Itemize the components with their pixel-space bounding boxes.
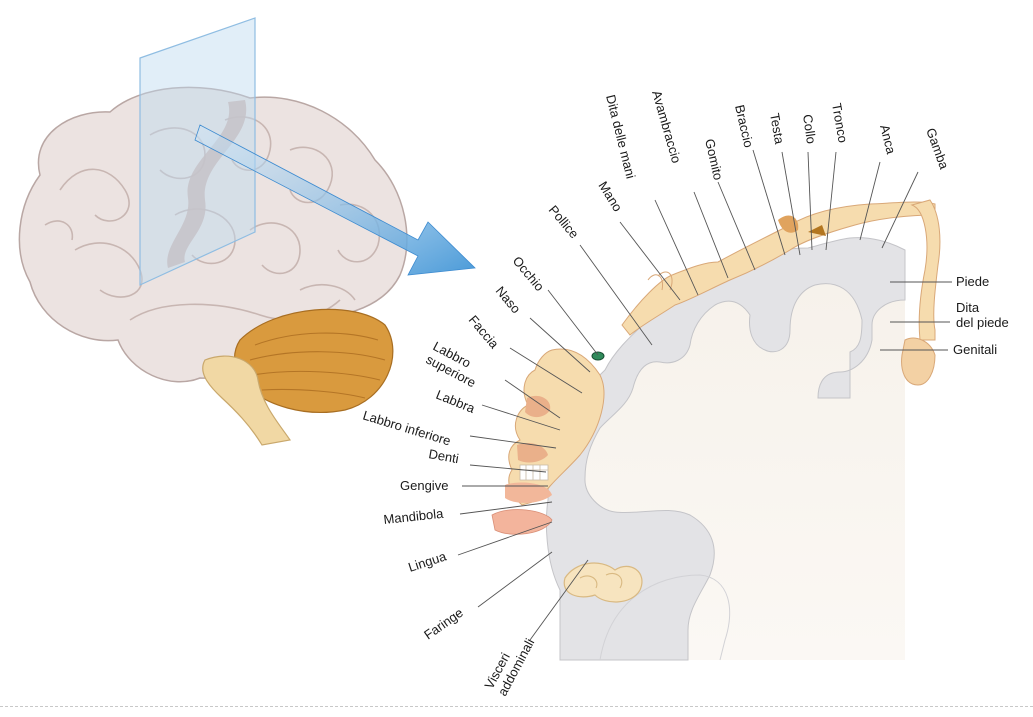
label-anca: Anca	[877, 123, 899, 156]
label-faringe: Faringe	[421, 605, 466, 643]
leader-line-denti	[469, 464, 547, 473]
label-avambraccio: Avambraccio	[649, 89, 684, 165]
brainstem	[202, 355, 292, 446]
label-lingua-line: Lingua	[406, 548, 448, 575]
label-labbro-superiore: Labbrosuperiore	[424, 338, 486, 390]
leader-line-anca	[859, 161, 881, 241]
leader-line-testa	[781, 151, 801, 256]
leader-line-labbro-superiore	[504, 379, 561, 419]
label-anca-line: Anca	[877, 123, 899, 156]
slicing-plane	[139, 17, 256, 286]
label-occhio-line: Occhio	[510, 253, 548, 294]
direction-arrow	[194, 124, 476, 276]
label-collo: Collo	[800, 113, 819, 144]
leader-line-avambraccio	[693, 191, 729, 279]
label-gamba-line: Gamba	[923, 126, 952, 172]
label-mandibola: Mandibola	[383, 506, 445, 527]
label-naso: Naso	[493, 283, 524, 316]
label-gamba: Gamba	[923, 126, 952, 172]
label-testa: Testa	[767, 112, 787, 146]
cerebellum-folia	[249, 332, 386, 399]
label-collo-line: Collo	[800, 113, 819, 144]
cerebrum-shape	[18, 86, 408, 383]
leader-lines	[457, 149, 952, 641]
leader-line-dita-delle-mani	[654, 199, 699, 296]
label-braccio: Braccio	[732, 103, 756, 149]
label-dita-delle-mani-line: Dita delle mani	[603, 93, 638, 180]
label-denti-line: Denti	[427, 446, 460, 466]
label-faccia-line: Faccia	[466, 312, 503, 352]
label-gengive-line: Gengive	[400, 478, 448, 493]
leader-line-lingua	[457, 521, 553, 556]
label-gengive: Gengive	[400, 478, 448, 493]
label-tronco: Tronco	[829, 102, 851, 144]
leader-line-occhio	[547, 289, 599, 356]
leader-line-naso	[529, 317, 591, 373]
abdominal-viscera	[563, 562, 643, 603]
leader-line-collo	[807, 151, 813, 251]
label-piede-line: Piede	[956, 274, 989, 289]
label-braccio-line: Braccio	[732, 103, 756, 149]
label-denti: Denti	[427, 446, 460, 466]
label-labbro-inferiore-line: Labbro inferiore	[361, 408, 452, 449]
label-gomito: Gomito	[702, 137, 726, 181]
homunculus-leg-foot	[901, 199, 941, 386]
label-visceri-addominali: Visceriaddominali	[481, 629, 537, 699]
label-pollice-line: Pollice	[546, 202, 582, 241]
label-mandibola-line: Mandibola	[383, 506, 445, 527]
leader-line-tronco	[825, 151, 837, 251]
leader-line-pollice	[579, 244, 653, 346]
label-mano-line: Mano	[595, 179, 625, 215]
bottom-divider	[0, 706, 1033, 707]
label-lingua: Lingua	[406, 548, 448, 575]
leader-line-labbro-inferiore	[469, 435, 557, 449]
leader-line-mandibola	[459, 501, 553, 515]
leader-line-faringe	[477, 551, 553, 608]
label-labbra: Labbra	[434, 387, 478, 416]
label-testa-line: Testa	[767, 112, 787, 146]
label-labbra-line: Labbra	[434, 387, 478, 416]
label-occhio: Occhio	[510, 253, 548, 294]
cortical-section	[491, 199, 941, 661]
homunculus-face	[491, 348, 605, 535]
label-genitali: Genitali	[953, 342, 997, 357]
brain-illustration	[18, 17, 408, 446]
label-faringe-line: Faringe	[421, 605, 466, 643]
leader-line-faccia	[509, 347, 583, 394]
leader-line-visceri-addominali	[529, 559, 589, 641]
label-dita-del-piede-line: del piede	[956, 315, 1009, 330]
leader-line-braccio	[752, 149, 786, 256]
label-dita-delle-mani: Dita delle mani	[603, 93, 638, 180]
label-pollice: Pollice	[546, 202, 582, 241]
label-faccia: Faccia	[466, 312, 503, 352]
label-tronco-line: Tronco	[829, 102, 851, 144]
leader-line-labbra	[481, 404, 561, 431]
label-gomito-line: Gomito	[702, 137, 726, 181]
leader-line-mano	[619, 221, 681, 301]
label-naso-line: Naso	[493, 283, 524, 316]
leader-line-gamba	[881, 171, 919, 249]
label-mano: Mano	[595, 179, 625, 215]
inner-sulcus	[599, 574, 731, 661]
label-genitali-line: Genitali	[953, 342, 997, 357]
label-piede: Piede	[956, 274, 989, 289]
label-avambraccio-line: Avambraccio	[649, 89, 684, 165]
label-labbro-inferiore: Labbro inferiore	[361, 408, 452, 449]
label-dita-del-piede-line: Dita	[956, 300, 980, 315]
leader-line-gomito	[717, 181, 756, 271]
